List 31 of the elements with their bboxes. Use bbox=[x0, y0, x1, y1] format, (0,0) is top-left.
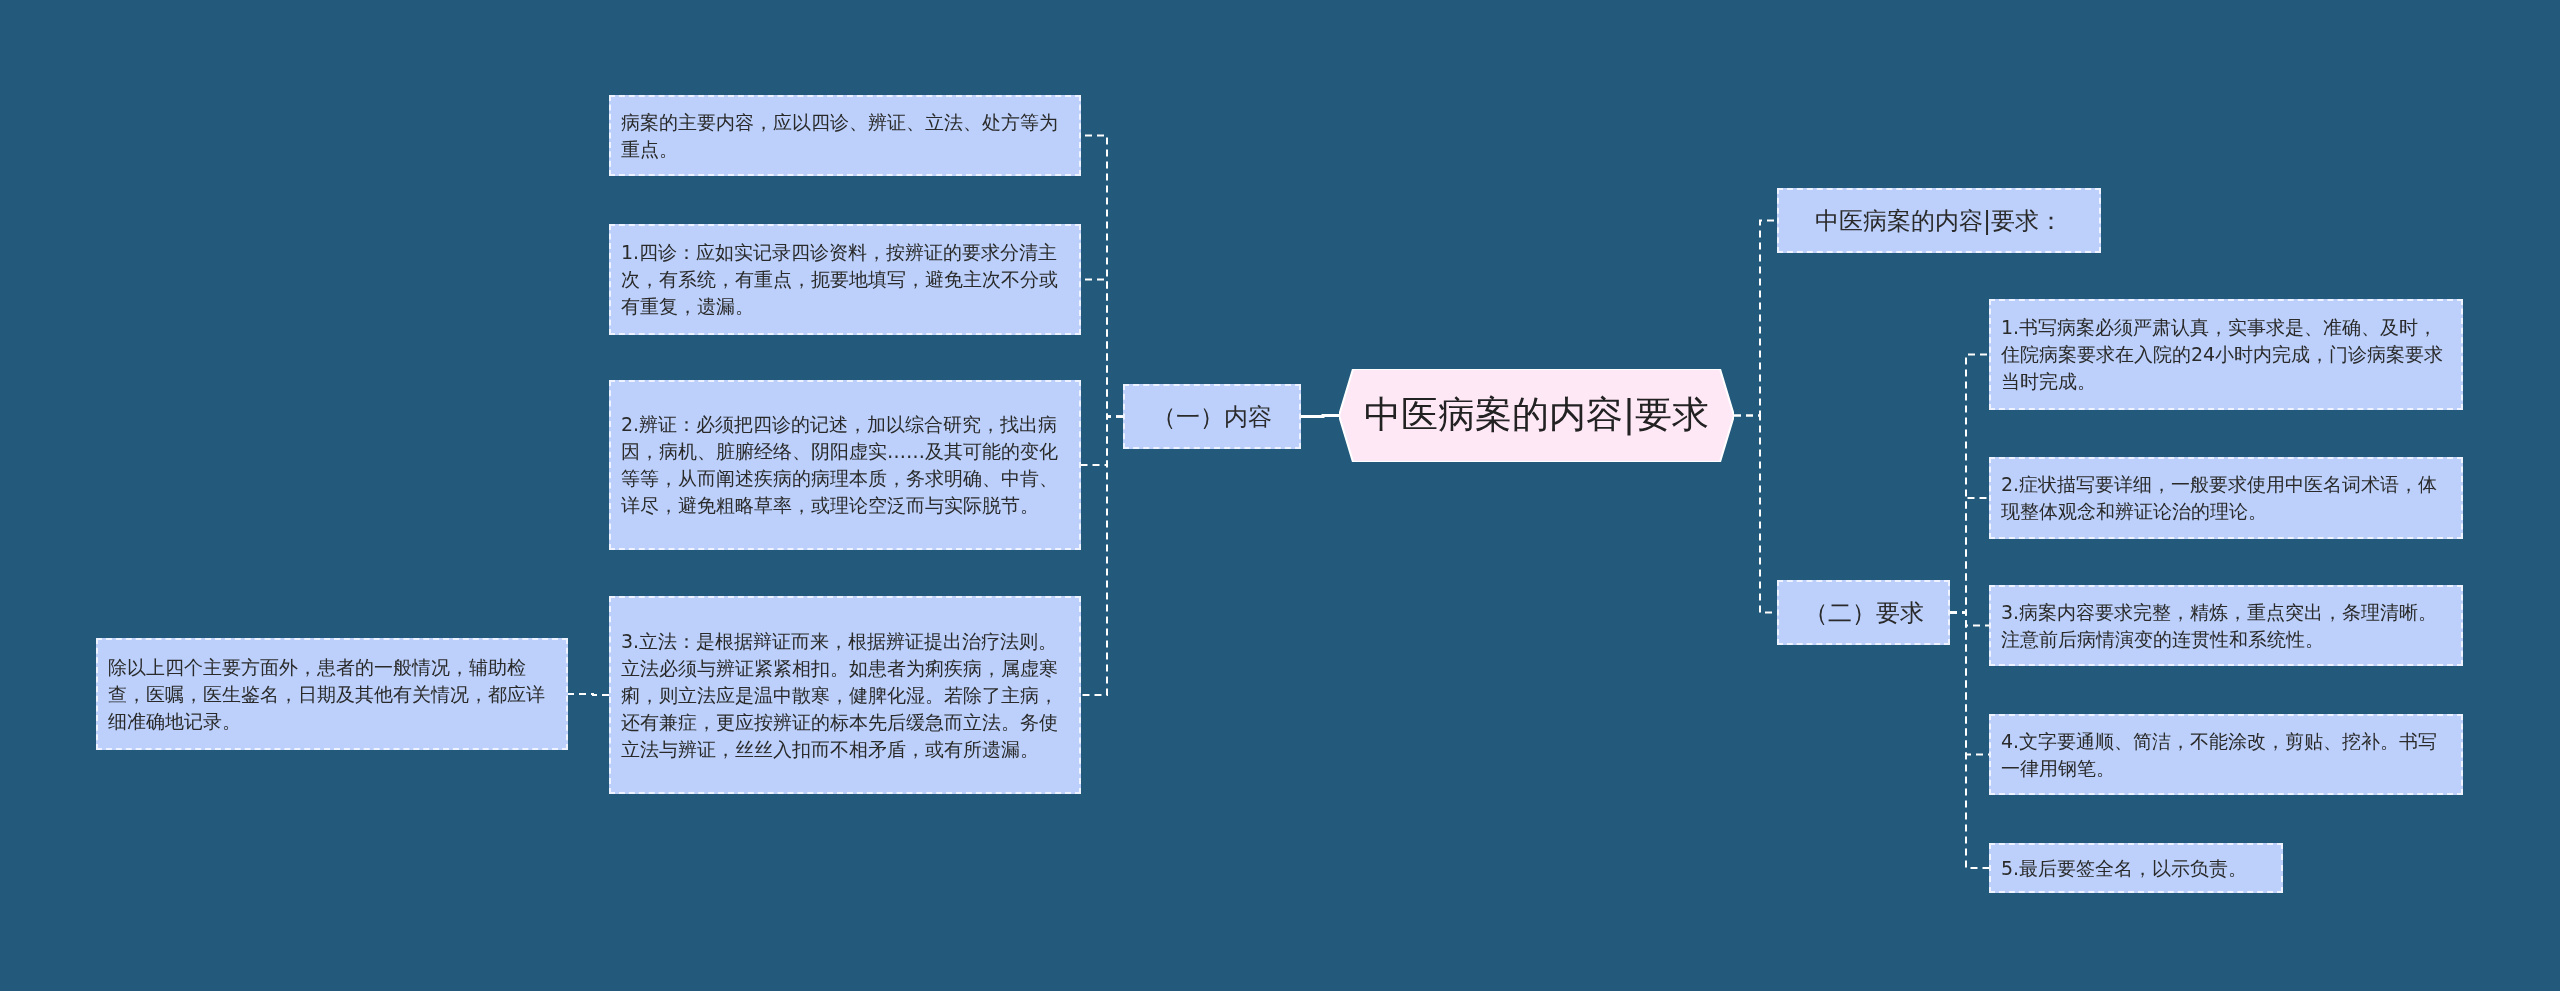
note-box bbox=[1989, 299, 2463, 410]
note-box bbox=[609, 95, 1081, 176]
note-box bbox=[1989, 843, 2283, 893]
connector-line bbox=[1080, 415, 1124, 696]
note-box bbox=[609, 596, 1081, 794]
note-text: 2.辨证：必须把四诊的记述，加以综合研究，找出病因，病机、脏腑经络、阴阳虚实……及其可能的变化等等，从而阐述疾病的病理本质，务求明确、中肯、详尽，避免粗略草率，或理论空泛而与实际脱节。 bbox=[621, 412, 1059, 518]
connector-line bbox=[1949, 611, 1990, 869]
note-text: 1.书写病案必须严肃认真，实事求是、准确、及时，住院病案要求在入院的24小时内完成，门诊病案要求当时完成。 bbox=[2001, 315, 2445, 394]
branch-box bbox=[1777, 580, 1950, 645]
note-text: 2.症状描写要详细，一般要求使用中医名词术语，体现整体观念和辨证论治的理论。 bbox=[2001, 472, 2439, 524]
branch-label: 中医病案的内容|要求： bbox=[1814, 205, 2064, 236]
branch-box bbox=[1777, 188, 2101, 253]
branch-box bbox=[1123, 384, 1301, 449]
branch-label: （二）要求 bbox=[1803, 597, 1924, 628]
note-box bbox=[1989, 714, 2463, 795]
branch-label: （一）内容 bbox=[1152, 401, 1272, 432]
note-text: 3.立法：是根据辩证而来，根据辨证提出治疗法则。立法必须与辨证紧紧相扣。如患者为痢疾病，属虚寒痢，则立法应是温中散寒，健脾化湿。若除了主病，还有兼症，更应按辨证的标本先后缓急而立法。务使立法与辨证，丝丝入扣而不相矛盾，或有所遗漏。 bbox=[621, 628, 1059, 762]
connector-line bbox=[1301, 414, 1339, 418]
note-text: 1.四诊：应如实记录四诊资料，按辨证的要求分清主次，有系统，有重点，扼要地填写，避免主次不分或有重复，遗漏。 bbox=[621, 240, 1059, 319]
note-text: 3.病案内容要求完整，精炼，重点突出，条理清晰。注意前后病情演变的连贯性和系统性。 bbox=[2001, 599, 2439, 652]
note-box bbox=[1989, 457, 2463, 539]
note-text: 病案的主要内容，应以四诊、辨证、立法、处方等为重点。 bbox=[621, 109, 1059, 162]
note-box bbox=[609, 380, 1081, 550]
note-box bbox=[96, 638, 568, 750]
topic-title: 中医病案的内容|要求 bbox=[1363, 392, 1710, 439]
note-text: 4.文字要通顺、简洁，不能涂改，剪贴、挖补。书写一律用钢笔。 bbox=[2001, 728, 2439, 781]
note-box bbox=[1989, 585, 2463, 666]
connector-line bbox=[567, 693, 610, 696]
note-box bbox=[609, 224, 1081, 335]
note-text: 除以上四个主要方面外，患者的一般情况，辅助检查，医嘱，医生鉴名，日期及其他有关情况，都应详细准确地记录。 bbox=[108, 654, 546, 734]
note-text: 5.最后要签全名，以示负责。 bbox=[2001, 855, 2248, 881]
